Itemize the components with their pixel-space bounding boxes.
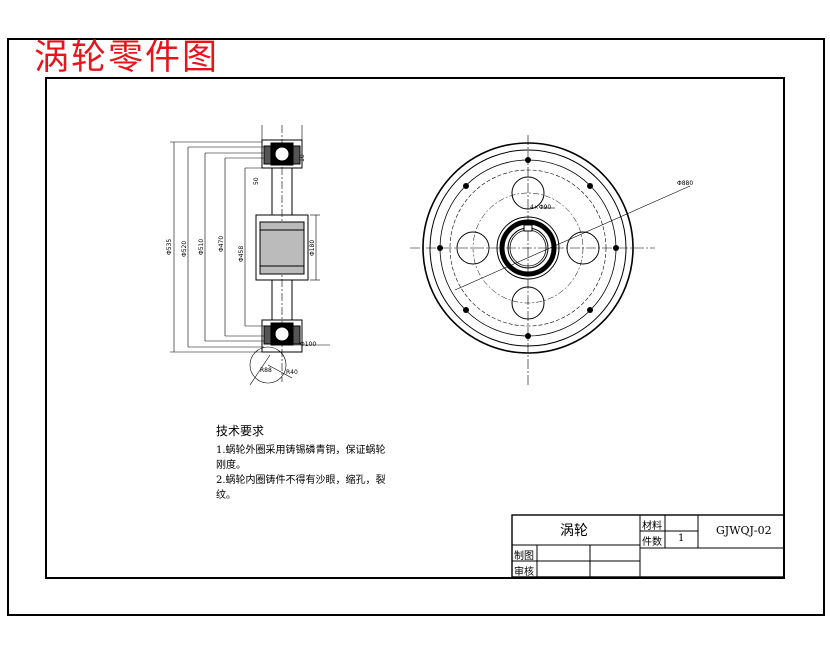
quantity-value: 1 (678, 533, 685, 544)
dim-520: Φ520 (181, 241, 188, 257)
dim-100: Φ100 (300, 341, 316, 348)
dim-458: Φ458 (238, 246, 245, 262)
requirement-line: 刚度。 (216, 460, 246, 471)
front-view (410, 135, 691, 385)
side-dimension-labels: Φ535 Φ520 Φ510 Φ470 Φ458 Φ180 Φ100 R88 R… (166, 154, 316, 376)
material-label: 材料 (642, 521, 662, 532)
title-block-grid (511, 514, 785, 578)
dim-880: Φ880 (677, 180, 693, 187)
technical-requirements: 技术要求 1.蜗轮外圈采用铸锡磷青铜，保证蜗轮 刚度。 2.蜗轮内圈铸件不得有沙… (216, 424, 416, 503)
dim-510: Φ510 (198, 239, 205, 255)
dim-180: Φ180 (309, 240, 316, 256)
dim-r88: R88 (260, 367, 272, 374)
front-dimension-labels: Φ880 4×Φ90 (530, 180, 693, 211)
requirement-line: 1.蜗轮外圈采用铸锡磷青铜，保证蜗轮 (216, 445, 386, 456)
requirement-line: 2.蜗轮内圈铸件不得有沙眼，缩孔，裂 (216, 475, 386, 486)
outer-border (7, 38, 825, 616)
drawing-frame (45, 77, 785, 579)
dim-4x90: 4×Φ90 (530, 204, 551, 211)
dim-r40: R40 (286, 369, 298, 376)
quantity-label: 件数 (642, 537, 662, 548)
dim-470: Φ470 (218, 236, 225, 252)
part-name: 涡轮 (560, 523, 588, 539)
drawing-title: 涡轮零件图 (34, 38, 220, 78)
dim-10: 10 (299, 154, 306, 162)
drawn-by-label: 制图 (514, 551, 534, 562)
requirements-heading: 技术要求 (216, 424, 265, 438)
drawing-number: GJWQJ-02 (716, 524, 772, 537)
checked-by-label: 审核 (514, 567, 534, 578)
requirement-line: 纹。 (216, 490, 236, 501)
dim-535: Φ535 (166, 239, 173, 255)
side-section-view (170, 125, 330, 386)
dim-50: 50 (253, 177, 260, 185)
